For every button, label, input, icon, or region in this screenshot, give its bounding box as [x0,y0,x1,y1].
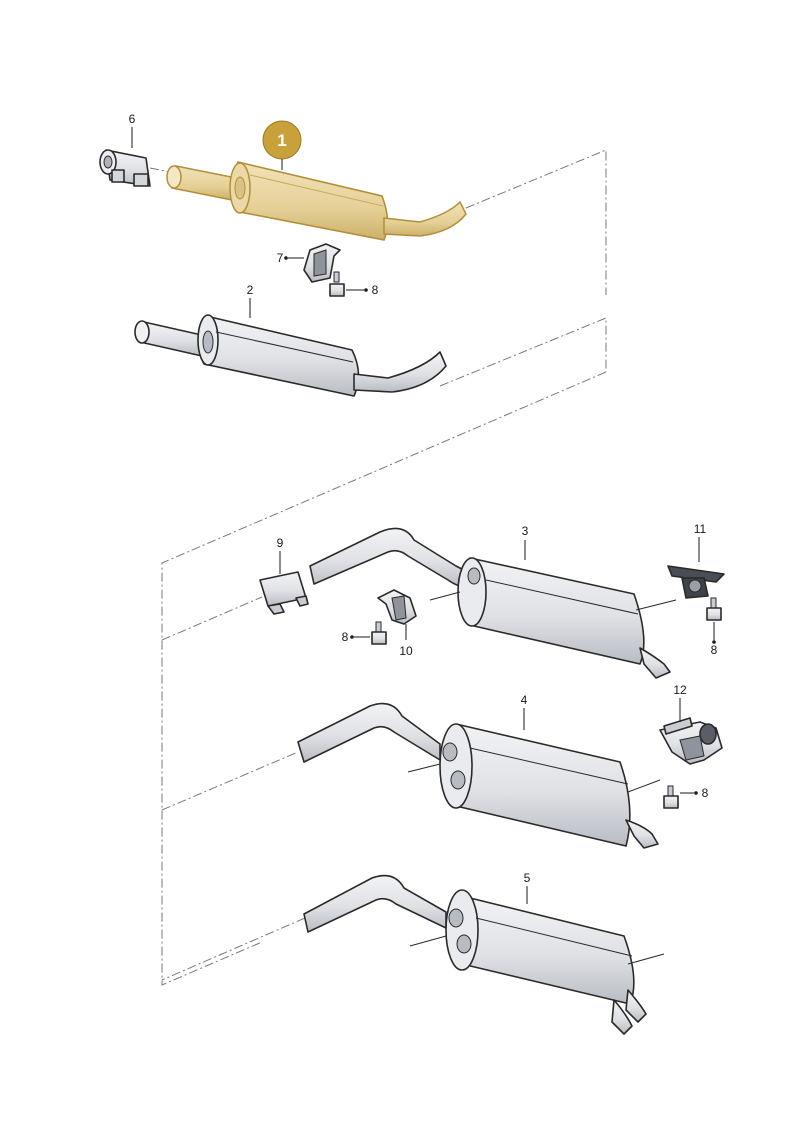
label-part-4: 4 [521,693,528,707]
part-3-rear-silencer[interactable] [309,527,677,679]
part-8-bolt-bracket-12[interactable] [663,785,698,809]
part-12-mount-bracket[interactable] [659,698,723,765]
label-part-8-c: 8 [711,643,718,657]
part-8-bolt-bracket[interactable] [350,621,387,645]
part-5-rear-silencer-dual-tail[interactable] [303,874,665,1035]
callout-number: 1 [277,131,286,150]
part-1-front-silencer-pipe[interactable] [166,161,467,241]
label-part-2: 2 [247,283,254,297]
label-part-10: 10 [399,644,413,658]
part-6-clamp[interactable] [99,127,151,187]
label-part-6: 6 [129,112,136,126]
part-2-front-silencer-variant[interactable] [134,298,447,397]
label-part-11: 11 [694,522,707,536]
label-part-5: 5 [524,871,531,885]
label-part-8-b: 8 [342,630,349,644]
callout-badge[interactable]: 1 [262,120,302,170]
part-8-bolt-mount[interactable] [706,597,722,644]
label-part-8-a: 8 [372,283,379,297]
part-8-bolt-top[interactable] [329,271,368,297]
part-9-clamp-sleeve[interactable] [259,551,309,615]
label-part-7: 7 [277,251,284,265]
part-10-bracket[interactable] [377,589,417,640]
part-7-hanger-bracket[interactable] [284,243,341,283]
guide-lines [149,149,607,986]
part-4-rear-silencer-variant[interactable] [297,702,661,849]
part-11-rubber-mount[interactable] [667,537,725,599]
label-part-9: 9 [277,536,284,550]
label-part-8-d: 8 [702,786,709,800]
label-part-3: 3 [522,524,529,538]
label-part-12: 12 [673,683,687,697]
